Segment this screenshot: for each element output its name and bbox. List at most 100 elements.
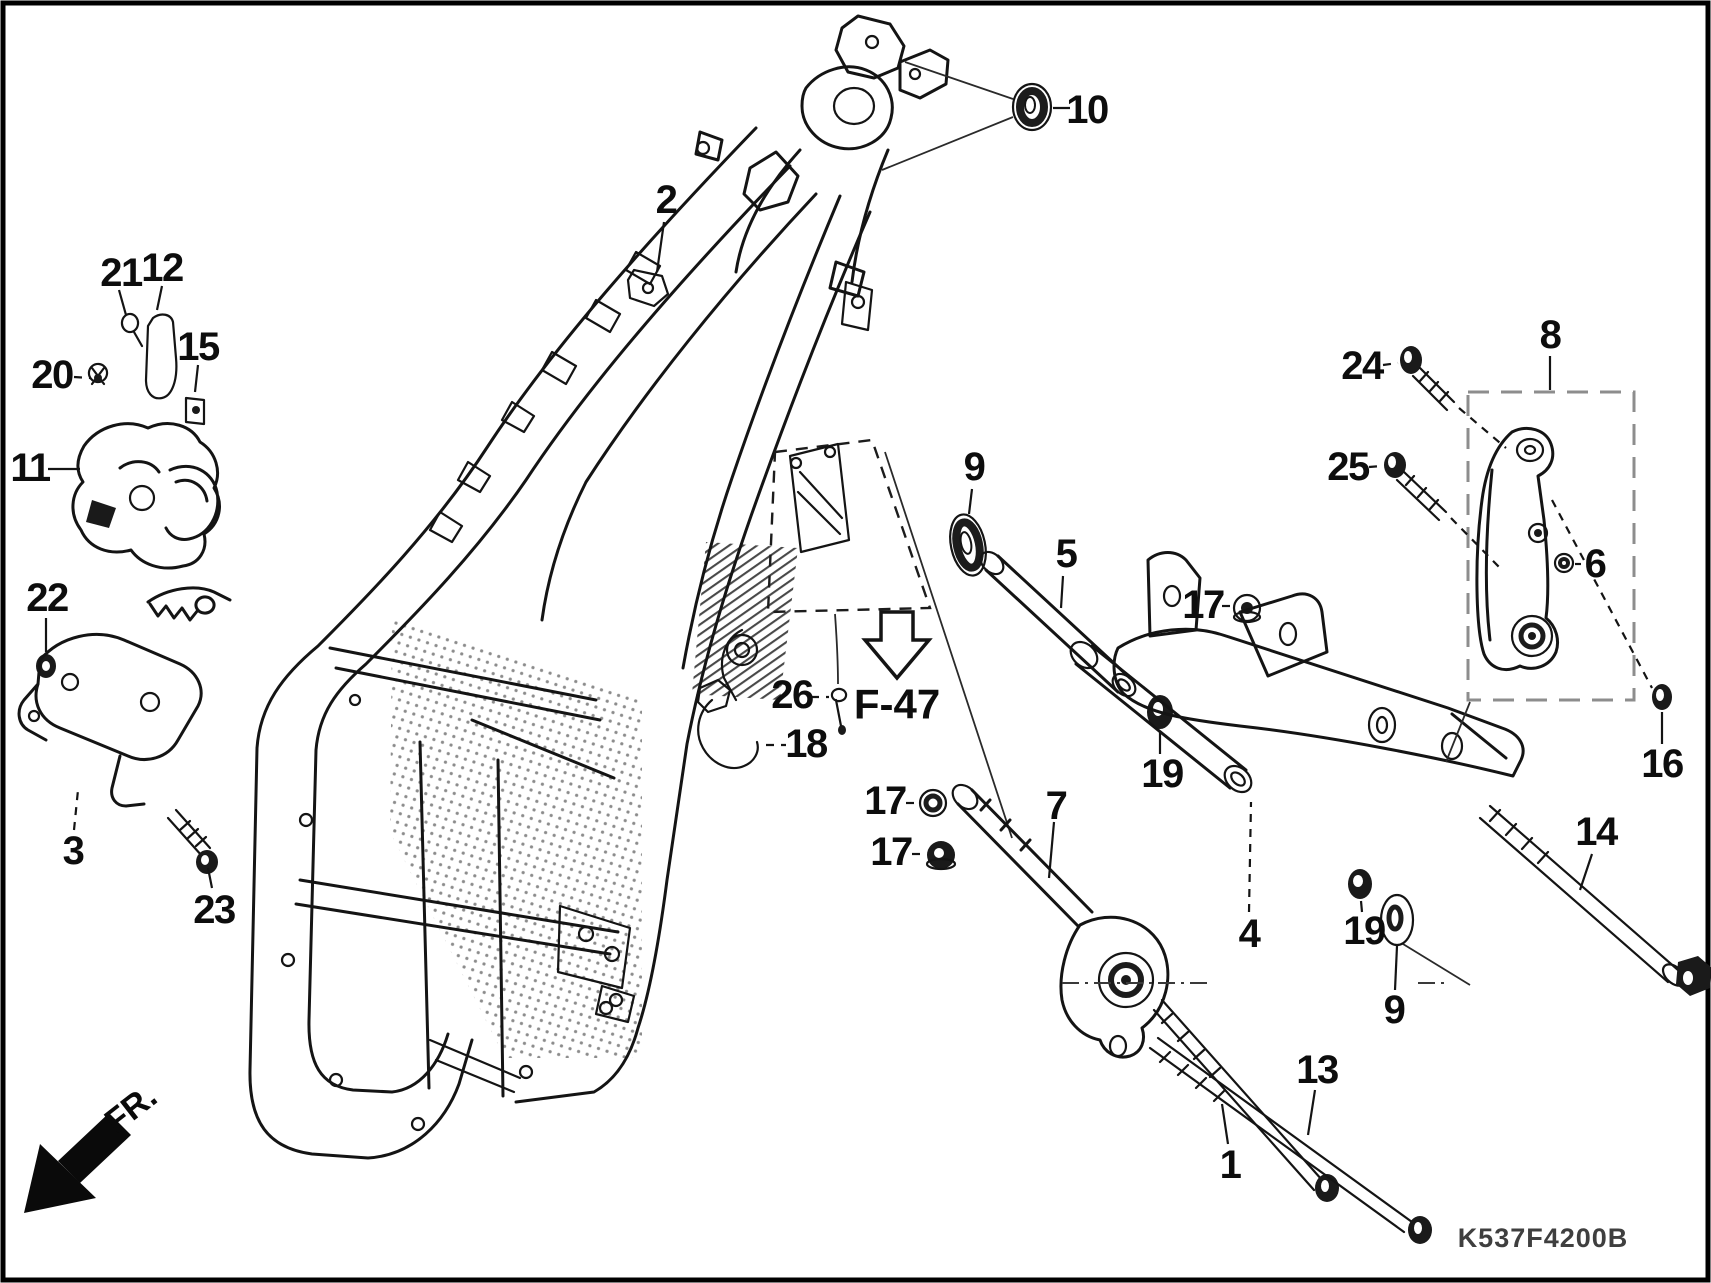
hanger-plate-large	[1238, 592, 1329, 678]
stand-lug-hole	[608, 992, 624, 1008]
callout-leader-4	[1247, 801, 1253, 913]
part-number-5: 5	[1056, 532, 1078, 576]
part-number-18: 18	[785, 722, 828, 766]
callout-leader-13	[1306, 1089, 1317, 1136]
plate-to-bolt26-line	[834, 613, 839, 685]
part-number-1: 1	[1220, 1143, 1242, 1187]
part-number-26: 26	[771, 673, 813, 717]
callout-leader-9b	[1393, 945, 1399, 991]
bracket-8-eye-bore	[1523, 444, 1537, 456]
grommet-outer	[1011, 82, 1053, 132]
lock-strip-part12	[144, 313, 178, 400]
bolt-part23-slot	[201, 855, 209, 865]
bracket-hole	[139, 691, 161, 713]
bolt-24-leader	[1458, 407, 1507, 449]
pipe-4-bore	[1230, 771, 1246, 787]
clip-hole	[192, 406, 200, 414]
washer-16-bore	[1656, 689, 1664, 701]
tube-5-bore	[1117, 678, 1131, 692]
stand-bracket-part3	[17, 586, 232, 808]
pivot-boss-ring	[1108, 962, 1144, 998]
callout-leader-9a	[967, 488, 974, 515]
bolt-13-nut-slot	[1321, 1180, 1329, 1192]
frame-rivet-holes	[280, 693, 614, 1132]
plate-bolt	[823, 445, 837, 459]
f47-reference-label: F-47	[854, 681, 940, 728]
engine-hanger-beam-assembly	[1069, 551, 1525, 794]
pivot-pipe-4	[1074, 644, 1248, 790]
mount-grommet-10	[881, 61, 1053, 171]
part-number-3: 3	[63, 829, 84, 873]
bracket-8-eye	[1515, 437, 1545, 463]
part-number-9a: 9	[964, 445, 985, 489]
callout-leader-19b	[1359, 900, 1364, 913]
part-number-8: 8	[1540, 313, 1562, 357]
bolt-part21	[120, 312, 144, 348]
grommet-leader-lines	[881, 61, 1014, 171]
frame-hatch-shading	[692, 542, 798, 700]
bolt-25-leader	[1450, 517, 1501, 569]
screw-center	[94, 374, 102, 382]
callout-leader-12	[155, 285, 164, 311]
frame-body-line-art	[248, 14, 950, 1160]
head-tube-bore	[832, 86, 876, 126]
plate-bolt	[789, 456, 803, 470]
callout-leader-25	[1368, 464, 1383, 469]
engine-mount-eye	[725, 633, 759, 667]
nut-19-lower-bore	[1353, 875, 1363, 887]
battery-plate	[788, 442, 851, 554]
rear-mount-hardware	[1348, 804, 1711, 996]
part-number-16: 16	[1641, 742, 1683, 786]
part-number-17c: 17	[870, 830, 912, 874]
floor-bracket-hole	[577, 925, 595, 943]
bolt-25-shaft	[1395, 470, 1448, 522]
latch-shadow	[86, 500, 116, 528]
bolt-25-head-slot	[1388, 456, 1396, 468]
flange-nut-17-flange	[1232, 610, 1262, 624]
part-number-4: 4	[1239, 912, 1262, 956]
tube-7-end	[951, 783, 979, 811]
bolt-part26-tip	[838, 725, 846, 735]
collar-tube-5	[984, 554, 1132, 694]
clamp-hole	[641, 281, 655, 295]
part-number-15: 15	[177, 325, 220, 369]
bracket-hole	[695, 140, 711, 156]
callout-leader-1	[1220, 1103, 1230, 1145]
part-number-24: 24	[1341, 344, 1385, 388]
bracket-8-dashed-box	[1466, 390, 1636, 702]
bracket-8-body	[1475, 427, 1560, 671]
plate-lower-hole	[1108, 1034, 1128, 1058]
bolt-part23-shaft	[166, 808, 212, 858]
construction-line	[884, 451, 1013, 839]
callout-leader-24	[1382, 361, 1399, 367]
part-number-11: 11	[10, 446, 51, 490]
part-number-10: 10	[1066, 88, 1108, 132]
box-corner-leader	[1445, 701, 1471, 763]
part-number-20: 20	[31, 353, 73, 397]
part-number-17a: 17	[1182, 583, 1224, 627]
bolt-24-head-slot	[1404, 351, 1412, 363]
grommet-9-bore	[959, 531, 973, 555]
part-number-17b: 17	[864, 779, 906, 823]
bracket-8-mid-center	[1534, 529, 1542, 537]
callout-leader-15	[193, 364, 200, 393]
part-number-7: 7	[1046, 784, 1067, 828]
bolt-13-shaft	[1152, 998, 1324, 1192]
f47-dashed-box	[766, 438, 932, 614]
engine-mount-eye-inner	[733, 641, 751, 659]
callout-leader-7	[1047, 821, 1056, 879]
bolt-14-shaft	[1478, 804, 1680, 984]
tube-5-end	[979, 550, 1005, 576]
washer-17-left-upper	[918, 788, 948, 818]
clip-part15	[184, 396, 206, 426]
front-direction-marker: FR.	[24, 1077, 164, 1213]
bolt-14-head-slot	[1683, 971, 1693, 985]
part-number-14: 14	[1575, 810, 1619, 854]
beam-flange-bore	[1375, 715, 1389, 735]
floor-bracket-hole	[603, 945, 621, 963]
washer-9-leader-line	[1402, 943, 1471, 986]
bolt-24-shaft	[1411, 366, 1456, 412]
